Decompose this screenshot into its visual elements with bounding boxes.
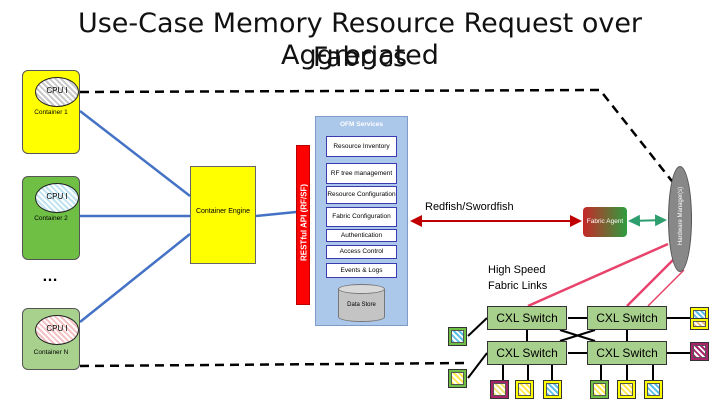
ellipsis: …	[42, 268, 58, 285]
dashed-link-top	[79, 88, 676, 186]
memory-device	[448, 327, 467, 346]
container-engine: Container Engine	[190, 166, 256, 264]
memory-device	[515, 380, 534, 399]
cpu-icon: CPU I	[35, 183, 79, 213]
cxl-switch-bottom-left: CXL Switch	[487, 341, 567, 365]
service-events-logs: Events & Logs	[326, 263, 397, 278]
high-speed-line2: Fabric Links	[488, 280, 548, 292]
fabric-link-1	[527, 242, 669, 308]
container-label: Container 1	[34, 109, 68, 116]
fabric-link-2	[626, 257, 676, 307]
ofm-services-title: OFM Services	[340, 121, 383, 128]
memory-device	[617, 380, 636, 399]
container-label: Container N	[33, 349, 69, 356]
container-label: Container 2	[34, 215, 68, 222]
memory-device	[490, 380, 509, 399]
cxl-switch-bottom-right: CXL Switch	[587, 341, 667, 365]
hardware-manager-label: Hardware Manager(s)	[678, 186, 684, 246]
title-line-2: Fabrics	[312, 42, 408, 73]
container-n: CPU I Container N	[22, 308, 80, 370]
fabric-agent: Fabric Agent	[583, 207, 627, 237]
link-containerN-engine	[79, 233, 191, 323]
cpu-label: CPU I	[46, 86, 68, 95]
service-access-control: Access Control	[326, 245, 397, 259]
cpu-icon: CPU I	[35, 315, 79, 345]
data-store-icon: Data Store	[338, 284, 385, 322]
memory-device	[690, 318, 709, 330]
memory-device	[690, 342, 709, 361]
service-resource-configuration: Resource Configuration	[326, 186, 397, 204]
service-fabric-configuration: Fabric Configuration	[326, 207, 397, 227]
service-authentication: Authentication	[326, 229, 397, 242]
fabric-link-3	[647, 269, 685, 307]
restful-api-bar: RESTful API (RF/SF)	[296, 145, 310, 305]
memory-device	[448, 369, 467, 388]
cxl-switch-top-right: CXL Switch	[587, 306, 667, 330]
redfish-swordfish-label: Redfish/Swordfish	[425, 201, 514, 213]
hardware-manager: Hardware Manager(s)	[668, 166, 692, 272]
container-2: CPU I Container 2	[22, 176, 80, 260]
title-line-1: Use-Case Memory Resource Request over Ag…	[77, 8, 643, 71]
cpu-icon: CPU I	[35, 77, 79, 107]
memory-device	[644, 380, 663, 399]
container-1: CPU I Container 1	[22, 70, 80, 154]
high-speed-line1: High Speed	[488, 264, 546, 276]
link-engine-api	[255, 210, 297, 218]
cxl-switch-top-left: CXL Switch	[487, 306, 567, 330]
memory-device	[543, 380, 562, 399]
link-container1-engine	[79, 110, 191, 197]
container-engine-label: Container Engine	[195, 208, 251, 215]
restful-api-label: RESTful API (RF/SF)	[299, 183, 309, 262]
fabric-agent-label: Fabric Agent	[586, 218, 624, 225]
cpu-label: CPU I	[46, 324, 68, 333]
agent-hw-arrow	[628, 214, 667, 227]
data-store-label: Data Store	[347, 302, 376, 308]
service-resource-inventory: Resource Inventory	[326, 136, 397, 157]
cpu-label: CPU I	[46, 192, 68, 201]
dashed-link-bottom	[79, 361, 469, 368]
high-speed-fabric-links-label: High Speed Fabric Links	[488, 262, 547, 294]
service-rf-tree-management: RF tree management	[326, 163, 397, 184]
memory-device	[590, 380, 609, 399]
